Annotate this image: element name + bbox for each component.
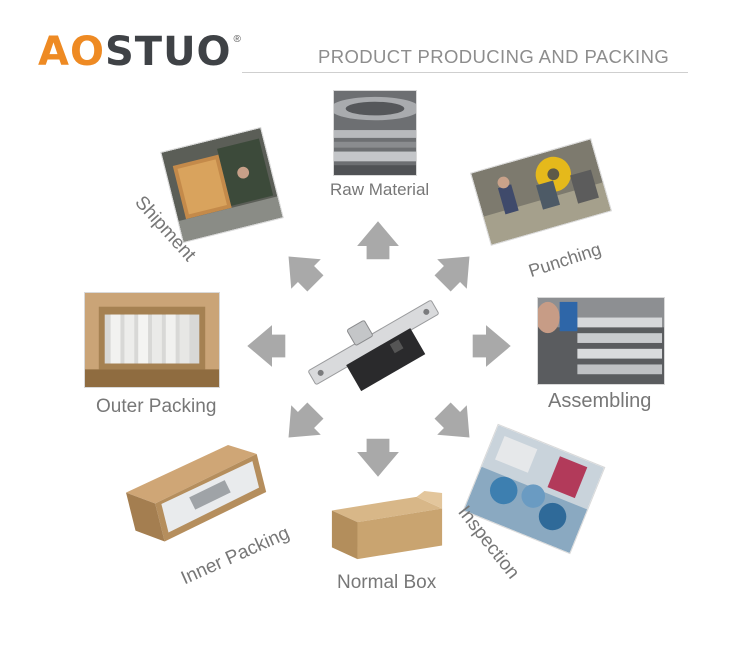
logo-wordmark: AOSTUO <box>38 30 232 74</box>
inner-packing-photo <box>109 423 278 552</box>
punching-photo <box>469 138 613 246</box>
mortise-lock-image <box>308 300 439 392</box>
normal-box-label: Normal Box <box>337 572 437 593</box>
registered-mark: ® <box>233 34 241 45</box>
arrow-left-icon <box>247 325 286 367</box>
logo-dark-part: STUO <box>104 29 232 75</box>
raw-material-photo <box>333 90 417 176</box>
header-divider <box>242 72 688 73</box>
brand-logo: AOSTUO ® <box>38 30 241 76</box>
logo-accent-part: AO <box>38 29 105 75</box>
normal-box-photo <box>325 490 449 564</box>
outer-packing-label: Outer Packing <box>96 396 217 417</box>
arrow-down-left-icon <box>273 395 331 453</box>
arrow-right-icon <box>472 325 511 367</box>
raw-material-label: Raw Material <box>330 180 430 199</box>
outer-packing-photo <box>84 292 220 388</box>
arrow-down-icon <box>357 438 399 477</box>
assembling-photo <box>537 297 665 385</box>
assembling-label: Assembling <box>548 390 652 412</box>
arrow-down-right-icon <box>427 395 485 453</box>
arrow-up-icon <box>357 221 399 260</box>
shipment-photo <box>160 126 284 244</box>
inspection-photo <box>462 423 606 555</box>
page-title: PRODUCT PRODUCING AND PACKING <box>318 46 670 67</box>
